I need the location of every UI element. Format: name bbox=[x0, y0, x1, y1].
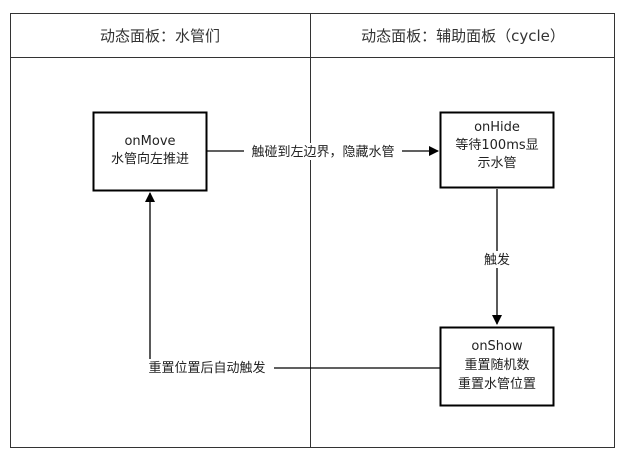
node-onshow-desc-line2: 重置水管位置 bbox=[458, 376, 536, 392]
node-onhide-desc-line1: 等待100ms显 bbox=[455, 137, 538, 153]
edge-label-hide: 触碰到左边界，隐藏水管 bbox=[244, 143, 402, 160]
node-onshow-title: onShow bbox=[471, 339, 523, 354]
node-onshow: onShow 重置随机数 重置水管位置 bbox=[439, 326, 555, 407]
edge-label-reset-text: 重置位置后自动触发 bbox=[148, 360, 265, 376]
node-onmove-title: onMove bbox=[124, 134, 175, 149]
edge-label-trigger-text: 触发 bbox=[484, 252, 510, 268]
node-onhide: onHide 等待100ms显 示水管 bbox=[439, 111, 555, 189]
node-onmove-desc: 水管向左推进 bbox=[111, 151, 189, 167]
edge-label-trigger: 触发 bbox=[479, 251, 515, 268]
lane-title-cycle: 动态面板：辅助面板（cycle） bbox=[361, 27, 565, 45]
edge-label-reset: 重置位置后自动触发 bbox=[140, 359, 274, 376]
node-onhide-box bbox=[439, 111, 555, 189]
node-onshow-desc-line1: 重置随机数 bbox=[464, 357, 529, 373]
edge-label-hide-text: 触碰到左边界，隐藏水管 bbox=[251, 145, 394, 160]
node-onhide-title: onHide bbox=[474, 120, 520, 135]
node-onmove-box bbox=[92, 111, 208, 192]
node-onmove: onMove 水管向左推进 bbox=[92, 111, 208, 192]
diagram-frame bbox=[10, 13, 615, 448]
node-onhide-desc-line2: 示水管 bbox=[477, 156, 516, 171]
edge-onshow-to-onmove bbox=[145, 192, 440, 369]
lane-title-pipes: 动态面板：水管们 bbox=[100, 27, 220, 45]
node-onshow-box bbox=[439, 326, 555, 407]
